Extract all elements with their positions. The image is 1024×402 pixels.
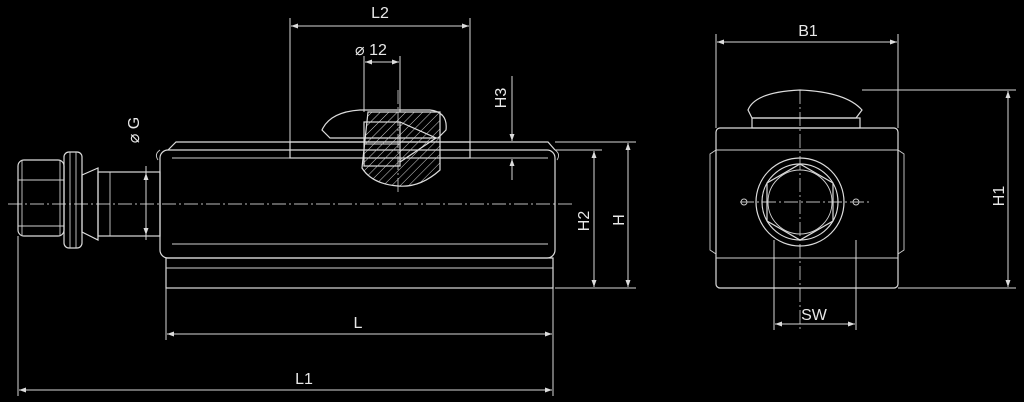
side-view [8, 90, 575, 289]
screw-section-hatch [361, 111, 441, 187]
dim-label-h2: H2 [576, 211, 593, 232]
dim-label-sw: SW [801, 307, 828, 324]
dim-label-h1: H1 [991, 186, 1008, 207]
dim-label-og: ⌀ G [126, 117, 143, 144]
dim-label-b1: B1 [798, 23, 818, 40]
dim-label-h3: H3 [493, 88, 510, 109]
dim-label-h: H [611, 214, 628, 226]
hex-fitting [17, 151, 161, 249]
dim-label-l2: L2 [371, 5, 389, 22]
dim-label-l: L [354, 315, 363, 332]
end-view [709, 89, 905, 330]
screw-assembly [289, 109, 471, 187]
main-body [155, 141, 560, 289]
dim-label-l1: L1 [295, 371, 313, 388]
end-view-dimensions: B1 H1 SW [715, 23, 1016, 330]
side-view-dimensions: L2 ⌀ 12 H3 ⌀ G H2 H L [17, 5, 636, 396]
dim-label-d12: ⌀ 12 [355, 42, 387, 59]
